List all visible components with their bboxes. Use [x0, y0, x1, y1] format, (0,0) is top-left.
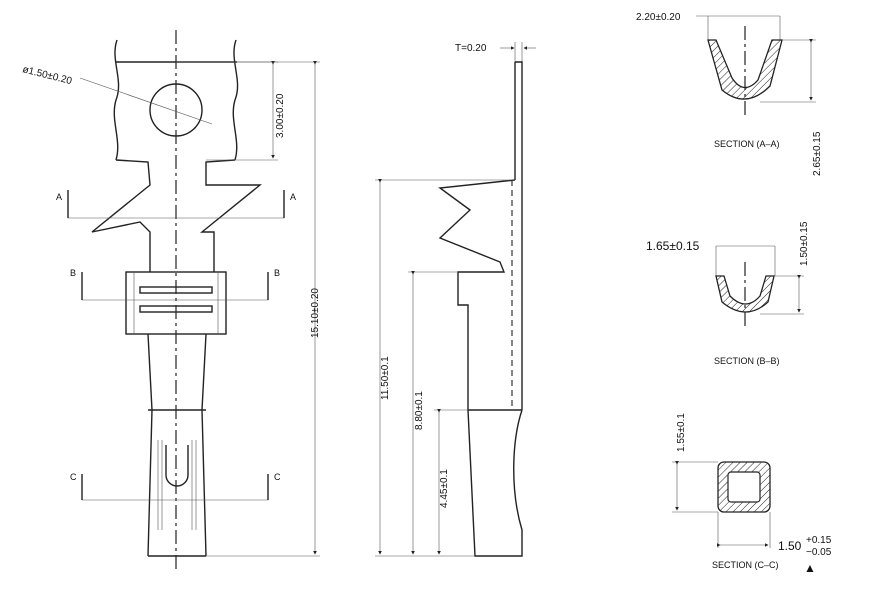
section-cc-tol-plus: +0.15	[806, 535, 832, 546]
section-cc-height-dim: 1.55±0.1	[676, 413, 687, 452]
section-bb-profile	[715, 275, 775, 313]
section-bb-height-dim: 1.50±0.15	[799, 221, 810, 266]
section-cc: 1.55±0.1 1.50 +0.15 −0.05 ▲ SECTION (C–C…	[672, 413, 832, 575]
section-mark-a-left: A	[56, 192, 62, 202]
section-aa-height-dim: 2.65±0.15	[812, 131, 823, 176]
section-bb: 1.65±0.15 1.50±0.15 SECTION (B–B)	[646, 221, 810, 366]
dim-8-80: 8.80±0.1	[414, 391, 425, 430]
section-cc-marker: ▲	[804, 561, 816, 575]
section-mark-b-left: B	[70, 268, 76, 278]
overall-length-dim: 15.10±0.20	[310, 288, 321, 338]
hole-dim-label: ø1.50±0.20	[21, 64, 73, 87]
section-mark-a-right: A	[290, 192, 296, 202]
section-aa-width-dim: 2.20±0.20	[636, 12, 681, 23]
section-aa: 2.20±0.20 2.65±0.15 SECTION (A–A)	[636, 12, 823, 176]
section-bb-label: SECTION (B–B)	[714, 356, 780, 366]
hole-offset-dim: 3.00±0.20	[275, 93, 286, 138]
section-cc-profile-inner	[727, 471, 761, 503]
dim-11-50: 11.50±0.1	[380, 356, 391, 400]
side-view: T=0.20 11.50±0.1 8.80±0.1 4.45±0.1	[375, 42, 536, 557]
section-mark-c-right: C	[274, 472, 281, 482]
section-aa-label: SECTION (A–A)	[714, 139, 780, 149]
dim-4-45: 4.45±0.1	[439, 469, 450, 508]
section-cc-width-base: 1.50	[778, 539, 802, 553]
section-bb-width-dim: 1.65±0.15	[646, 239, 700, 253]
front-view: ø1.50±0.20 3.00±0.20 15.10±0.20 A A B B …	[21, 30, 321, 570]
thickness-dim: T=0.20	[455, 43, 487, 54]
section-cc-tol-minus: −0.05	[806, 547, 832, 558]
section-mark-c-left: C	[70, 472, 77, 482]
section-cc-label: SECTION (C–C)	[712, 560, 779, 570]
section-aa-profile	[707, 39, 783, 100]
section-mark-b-right: B	[274, 268, 280, 278]
